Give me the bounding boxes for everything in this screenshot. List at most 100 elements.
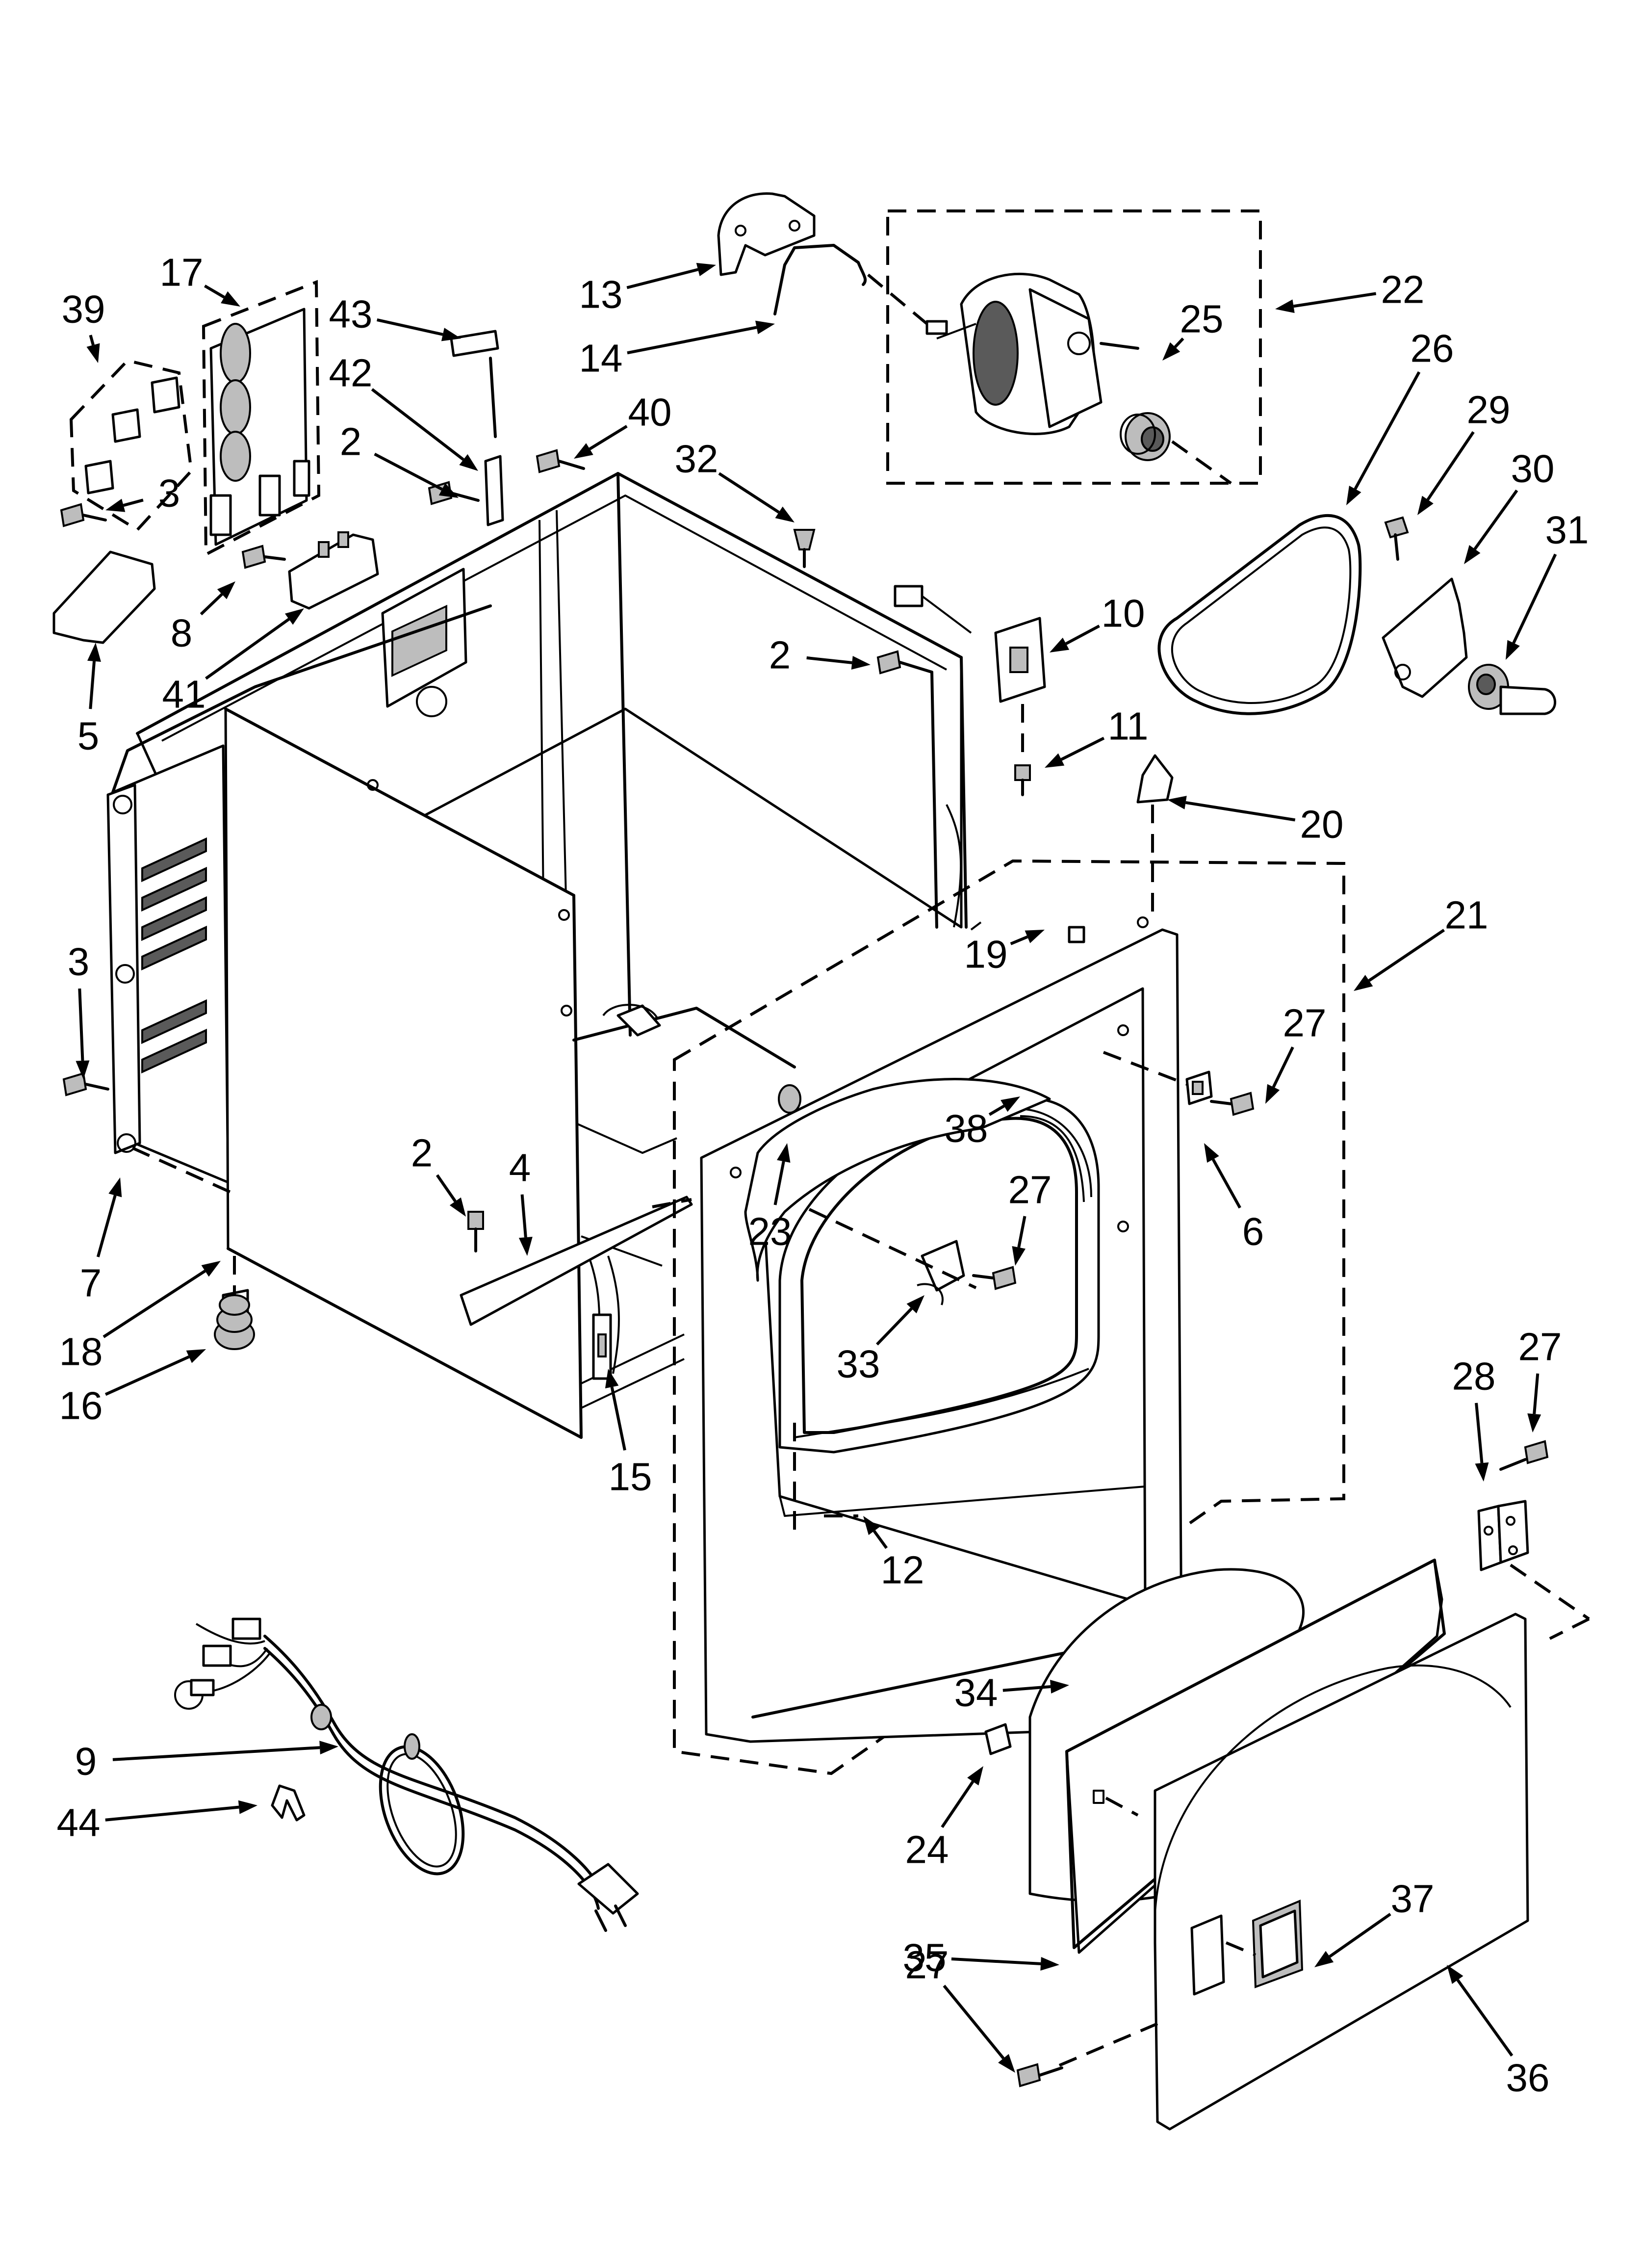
callout-11: 11 xyxy=(1107,704,1148,748)
leader-27b xyxy=(1017,1216,1026,1248)
callout-16: 16 xyxy=(59,1384,103,1428)
power-cord-9 xyxy=(174,1617,639,1932)
leader-37 xyxy=(1329,1913,1391,1958)
arrowhead-9 xyxy=(319,1741,338,1755)
arrowhead-17 xyxy=(221,291,240,307)
panel-5 xyxy=(52,550,156,644)
callout-26: 26 xyxy=(1411,327,1454,370)
screw-2b xyxy=(876,650,933,675)
arrowhead-3b xyxy=(76,1060,90,1079)
arrowhead-37 xyxy=(1314,1951,1334,1967)
leader-8 xyxy=(200,593,223,616)
arrowhead-16 xyxy=(186,1349,206,1363)
callout-42: 42 xyxy=(329,351,373,395)
side-louvers xyxy=(141,837,207,1074)
leader-22 xyxy=(1293,292,1377,308)
door-switch-6 xyxy=(1185,1070,1213,1105)
leader-39 xyxy=(89,335,95,346)
leader-31 xyxy=(1512,553,1557,644)
callout-12: 12 xyxy=(881,1548,924,1592)
arrowhead-41 xyxy=(284,608,304,625)
callout-17: 17 xyxy=(160,251,204,294)
leader-23 xyxy=(773,1161,785,1205)
arrowhead-24 xyxy=(967,1766,983,1786)
leader-42 xyxy=(371,388,464,461)
leader-5 xyxy=(89,661,96,709)
leader-28 xyxy=(1475,1403,1484,1463)
callout-10: 10 xyxy=(1102,592,1145,635)
leader-38 xyxy=(988,1104,1005,1116)
arrowhead-27b xyxy=(1012,1246,1026,1266)
leader-6 xyxy=(1211,1158,1241,1209)
heater-17 xyxy=(209,308,310,546)
arrowhead-2c xyxy=(449,1197,466,1217)
callout-38: 38 xyxy=(945,1107,988,1150)
arrowhead-29 xyxy=(1417,495,1434,515)
callout-40: 40 xyxy=(628,391,672,434)
callout-2b: 2 xyxy=(769,633,791,677)
leader-2b xyxy=(806,656,852,664)
motor-assembly-boundary xyxy=(886,209,1262,485)
leader-3a xyxy=(123,498,144,507)
arrowhead-22 xyxy=(1275,299,1295,313)
bracket-42 xyxy=(484,357,504,526)
screw-27b xyxy=(972,1266,1017,1290)
arrowhead-40 xyxy=(574,443,593,459)
heater-boundary xyxy=(202,280,321,557)
cone-20 xyxy=(1136,754,1174,922)
leader-13 xyxy=(626,268,698,289)
callout-32: 32 xyxy=(675,437,718,481)
callout-14: 14 xyxy=(579,337,623,380)
screw-8 xyxy=(241,545,286,569)
screws xyxy=(60,449,1549,2087)
arrowhead-5 xyxy=(87,643,101,662)
callout-28: 28 xyxy=(1452,1355,1496,1398)
leader-32 xyxy=(718,472,780,514)
callout-2a: 2 xyxy=(340,420,362,464)
leader-20 xyxy=(1185,801,1296,822)
motor-pulley-25 xyxy=(1120,412,1171,461)
leader-41 xyxy=(205,618,290,680)
arrowhead-39 xyxy=(86,343,100,363)
arrowhead-33 xyxy=(906,1295,924,1314)
leader-34 xyxy=(1002,1685,1051,1692)
leader-3b xyxy=(78,988,84,1061)
leader-18 xyxy=(103,1270,206,1338)
arrowhead-14 xyxy=(755,320,775,335)
callout-43: 43 xyxy=(329,292,373,336)
leader-43 xyxy=(377,318,443,336)
leader-40 xyxy=(589,425,628,450)
front-panel xyxy=(700,916,1188,1743)
callout-39: 39 xyxy=(62,287,105,331)
arrowhead-10 xyxy=(1050,637,1070,652)
arrowhead-35 xyxy=(1040,1956,1059,1971)
arrowhead-36 xyxy=(1447,1965,1463,1984)
arrowhead-6 xyxy=(1204,1143,1219,1163)
arrowhead-23 xyxy=(777,1143,791,1163)
callout-3b: 3 xyxy=(68,940,90,984)
idler-bracket-30 xyxy=(1382,577,1468,698)
door-assembly xyxy=(984,1500,1590,2131)
callout-27a: 27 xyxy=(1283,1001,1327,1045)
leader-24 xyxy=(941,1780,975,1828)
callout-29: 29 xyxy=(1467,388,1511,432)
arrowhead-20 xyxy=(1167,796,1187,809)
leader-2c xyxy=(436,1174,457,1202)
leader-27d xyxy=(943,1984,1005,2059)
leader-26 xyxy=(1354,371,1421,490)
callout-27d: 27 xyxy=(905,1943,949,1987)
callout-31: 31 xyxy=(1545,508,1589,552)
terminal-block-boundary xyxy=(69,359,193,532)
idler-pulley-31 xyxy=(1468,664,1557,715)
screw-27c xyxy=(1499,1440,1549,1471)
screw-11 xyxy=(1014,764,1031,796)
callout-20: 20 xyxy=(1300,803,1344,846)
plug-32 xyxy=(793,529,816,568)
cord-clip-44 xyxy=(271,1784,306,1822)
arrowhead-18 xyxy=(201,1261,221,1277)
arrowhead-7 xyxy=(108,1177,122,1198)
arrowhead-32 xyxy=(775,506,795,522)
screw-3a xyxy=(60,503,107,527)
leader-21 xyxy=(1368,929,1445,982)
arrowhead-38 xyxy=(1001,1096,1020,1112)
